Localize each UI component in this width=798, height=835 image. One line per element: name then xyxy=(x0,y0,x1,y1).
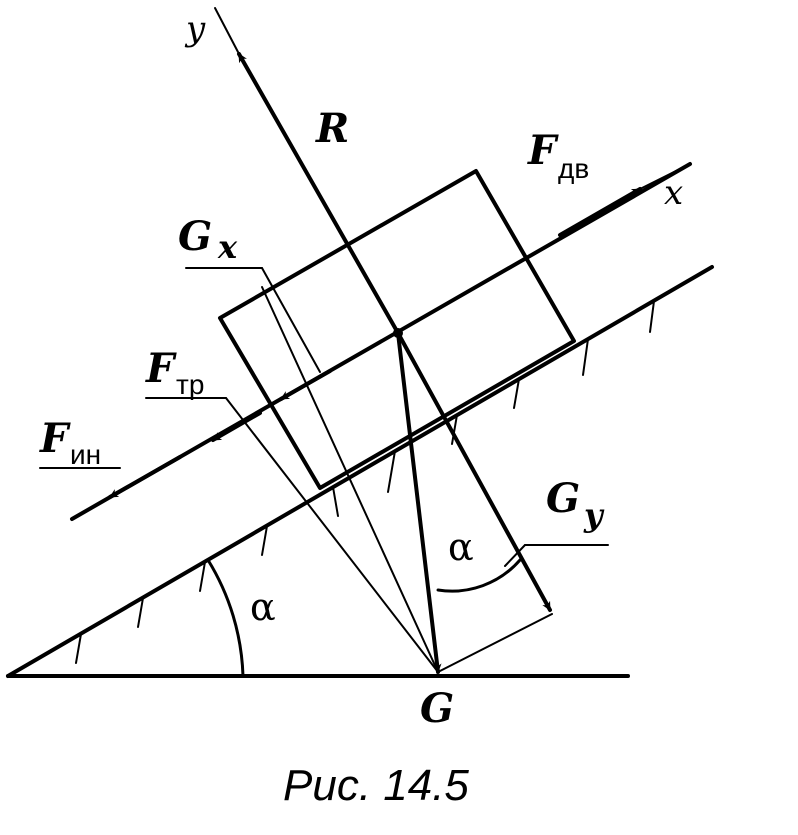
g-x-label: G xyxy=(178,213,212,260)
gy-leader-diag xyxy=(504,544,526,567)
y-axis-label: y xyxy=(184,9,206,49)
f-in-inner-arrow xyxy=(211,411,262,442)
f-in-arrow xyxy=(108,455,182,499)
incline-angle-label: α xyxy=(250,585,276,629)
r-label: R xyxy=(315,105,349,152)
g-label: G xyxy=(420,685,454,732)
f-tr-label: F xyxy=(145,345,177,392)
incline-hatching xyxy=(75,300,655,664)
force-angle-arc xyxy=(436,558,522,593)
x-axis-arrow xyxy=(558,187,642,237)
g-y-label: G xyxy=(546,475,580,522)
g-force-arrow xyxy=(396,331,442,674)
gx-leader-diag xyxy=(261,267,321,373)
f-in-label: F xyxy=(39,415,71,462)
f-dv-subscript: дв xyxy=(558,153,589,184)
gy-construction-line xyxy=(437,613,553,673)
incline-angle-arc xyxy=(206,558,245,678)
figure-caption: Рис. 14.5 xyxy=(283,761,469,810)
center-of-mass xyxy=(393,328,403,338)
block xyxy=(218,169,576,490)
x-label-leader xyxy=(639,163,691,190)
gx-construction-line xyxy=(261,286,439,673)
f-tr-subscript: тр xyxy=(176,369,204,400)
f-in-subscript: ин xyxy=(70,439,101,470)
g-x-subscript: x xyxy=(217,228,238,266)
f-dv-label: F xyxy=(527,127,559,174)
r-force-arrow xyxy=(237,52,400,335)
gy-force-arrow xyxy=(396,331,552,612)
incline-surface xyxy=(6,265,714,678)
y-axis-line xyxy=(214,7,239,53)
x-axis-label: x xyxy=(664,173,683,213)
f-tr-arrow xyxy=(279,369,332,401)
g-y-subscript: y xyxy=(583,496,605,534)
ftr-construction-line xyxy=(225,397,439,673)
force-angle-label: α xyxy=(448,525,474,569)
